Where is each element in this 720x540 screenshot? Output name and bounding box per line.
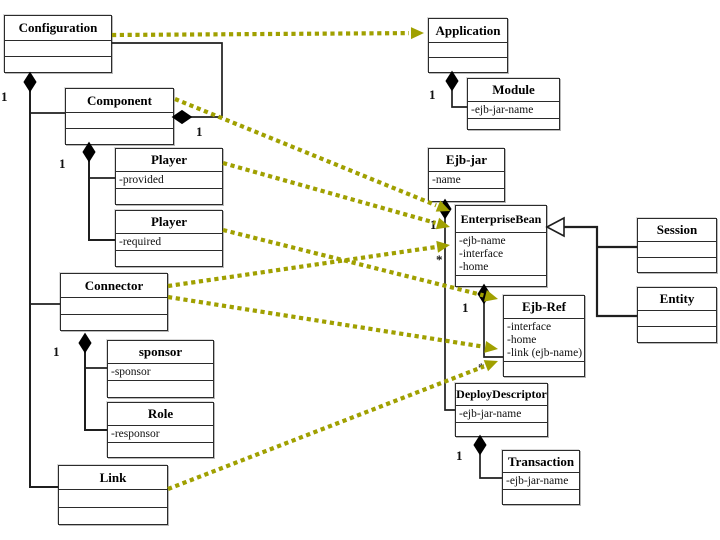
class-component: Component — [65, 88, 174, 145]
class-empty-compartment — [59, 506, 167, 525]
multiplicity-label: 1 — [1, 89, 8, 104]
class-attribute: -home — [507, 334, 537, 346]
class-empty-compartment — [638, 242, 716, 257]
class-attribute: -sponsor — [111, 366, 151, 378]
class-empty-compartment — [638, 256, 716, 273]
class-empty-compartment — [429, 43, 507, 57]
class-title-configuration: Configuration — [5, 16, 111, 41]
class-title-deploy-descriptor: DeployDescriptor — [456, 384, 547, 406]
class-deploy-descriptor: DeployDescriptor -ejb-jar-name — [455, 383, 548, 437]
class-attribute: -provided — [119, 174, 164, 186]
class-title-role: Role — [108, 403, 213, 426]
class-empty-compartment — [116, 251, 222, 266]
multiplicity-label: 1 — [429, 87, 436, 102]
multiplicity-label: * — [478, 360, 485, 375]
multiplicity-label: * — [436, 252, 443, 267]
class-attribute: -interface — [459, 248, 504, 260]
class-title-connector: Connector — [61, 274, 167, 298]
class-title-player-required: Player — [116, 211, 222, 234]
class-empty-compartment — [429, 189, 504, 201]
class-empty-compartment — [66, 113, 173, 128]
class-title-transaction: Transaction — [503, 451, 579, 473]
class-transaction: Transaction -ejb-jar-name — [502, 450, 580, 505]
class-session: Session — [637, 218, 717, 273]
class-title-link: Link — [59, 466, 167, 490]
multiplicity-label: 1 — [59, 156, 66, 171]
class-ejb-ref: Ejb-Ref-interface-home-link (ejb-name) — [503, 295, 585, 377]
class-empty-compartment — [456, 276, 546, 286]
class-attributes-ejb-ref: -interface-home-link (ejb-name) — [504, 319, 584, 362]
multiplicity-label: 1 — [456, 448, 463, 463]
class-attribute: -required — [119, 236, 162, 248]
class-title-application: Application — [429, 19, 507, 43]
multiplicity-label: 1 — [196, 124, 203, 139]
class-title-enterprise-bean: EnterpriseBean — [456, 206, 546, 233]
class-player-provided: Player -provided — [115, 148, 223, 205]
class-configuration: Configuration — [4, 15, 112, 73]
class-attribute: -home — [459, 261, 489, 273]
class-empty-compartment — [59, 490, 167, 507]
class-attribute: -ejb-jar-name — [471, 104, 534, 116]
class-empty-compartment — [116, 189, 222, 204]
class-module: Module -ejb-jar-name — [467, 78, 560, 130]
class-title-ejb-ref: Ejb-Ref — [504, 296, 584, 319]
class-empty-compartment — [503, 490, 579, 504]
class-title-entity: Entity — [638, 288, 716, 311]
class-empty-compartment — [468, 119, 559, 129]
class-attributes-player-provided: -provided — [116, 172, 222, 189]
class-empty-compartment — [638, 326, 716, 342]
class-empty-compartment — [108, 381, 213, 397]
class-title-player-provided: Player — [116, 149, 222, 172]
class-attribute: -responsor — [111, 428, 160, 440]
class-attribute: -link (ejb-name) — [507, 347, 583, 359]
class-connector: Connector — [60, 273, 168, 331]
class-attributes-deploy-descriptor: -ejb-jar-name — [456, 406, 547, 423]
class-title-module: Module — [468, 79, 559, 102]
class-attribute: -interface — [507, 321, 552, 333]
class-empty-compartment — [456, 423, 547, 436]
class-empty-compartment — [5, 41, 111, 56]
class-role: Role -responsor — [107, 402, 214, 458]
class-empty-compartment — [66, 128, 173, 144]
class-empty-compartment — [504, 362, 584, 376]
class-application: Application — [428, 18, 508, 73]
class-attributes-role: -responsor — [108, 426, 213, 443]
multiplicity-label: 1 — [462, 300, 469, 315]
class-empty-compartment — [429, 57, 507, 72]
class-sponsor: sponsor -sponsor — [107, 340, 214, 398]
class-attributes-player-required: -required — [116, 234, 222, 251]
class-attribute: -ejb-name — [459, 235, 506, 247]
class-empty-compartment — [638, 311, 716, 326]
class-empty-compartment — [108, 443, 213, 457]
multiplicity-label: 1 — [53, 344, 60, 359]
class-title-component: Component — [66, 89, 173, 113]
class-empty-compartment — [61, 313, 167, 331]
class-player-required: Player -required — [115, 210, 223, 267]
class-empty-compartment — [61, 298, 167, 314]
class-title-sponsor: sponsor — [108, 341, 213, 364]
class-attributes-module: -ejb-jar-name — [468, 102, 559, 119]
class-attributes-sponsor: -sponsor — [108, 364, 213, 381]
class-title-session: Session — [638, 219, 716, 242]
class-attribute: -name — [432, 174, 461, 186]
class-attributes-enterprise-bean: -ejb-name-interface-home — [456, 233, 546, 276]
class-empty-compartment — [5, 56, 111, 72]
class-entity: Entity — [637, 287, 717, 343]
class-link: Link — [58, 465, 168, 525]
class-attribute: -ejb-jar-name — [459, 408, 522, 420]
class-ejb-jar: Ejb-jar -name — [428, 148, 505, 202]
class-attributes-transaction: -ejb-jar-name — [503, 473, 579, 490]
class-enterprise-bean: EnterpriseBean-ejb-name-interface-home — [455, 205, 547, 287]
class-attribute: -ejb-jar-name — [506, 475, 569, 487]
multiplicity-label: 1 — [430, 217, 437, 232]
class-attributes-ejb-jar: -name — [429, 172, 504, 189]
class-title-ejb-jar: Ejb-jar — [429, 149, 504, 172]
